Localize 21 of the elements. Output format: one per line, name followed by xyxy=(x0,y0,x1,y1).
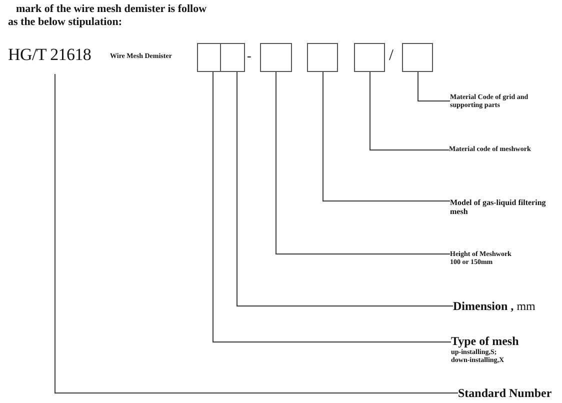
code-field-box xyxy=(220,43,245,72)
code-field-box xyxy=(402,43,433,72)
code-field-box xyxy=(260,43,292,72)
code-field-box xyxy=(307,43,338,72)
leader-line xyxy=(370,72,450,150)
callout-label: Type of mesh xyxy=(451,334,519,348)
separator-text: / xyxy=(389,46,394,66)
callout-label: Standard Number xyxy=(458,386,558,400)
leader-line xyxy=(418,72,450,102)
leader-line xyxy=(54,74,458,394)
callout-label: Model of gas-liquid filtering mesh xyxy=(450,198,550,216)
code-field-box xyxy=(197,43,221,72)
standard-code-text: HG/T 21618 xyxy=(8,45,100,74)
code-field-box xyxy=(354,43,385,72)
separator-text: - xyxy=(247,47,252,65)
leader-line xyxy=(276,72,450,254)
diagram-title: mark of the wire mesh demister is follow as the below stipulation: xyxy=(8,3,208,29)
leader-line xyxy=(322,72,450,202)
leader-line xyxy=(236,72,454,306)
callout-label: Dimension , mm xyxy=(453,299,558,313)
leader-line xyxy=(212,72,452,342)
